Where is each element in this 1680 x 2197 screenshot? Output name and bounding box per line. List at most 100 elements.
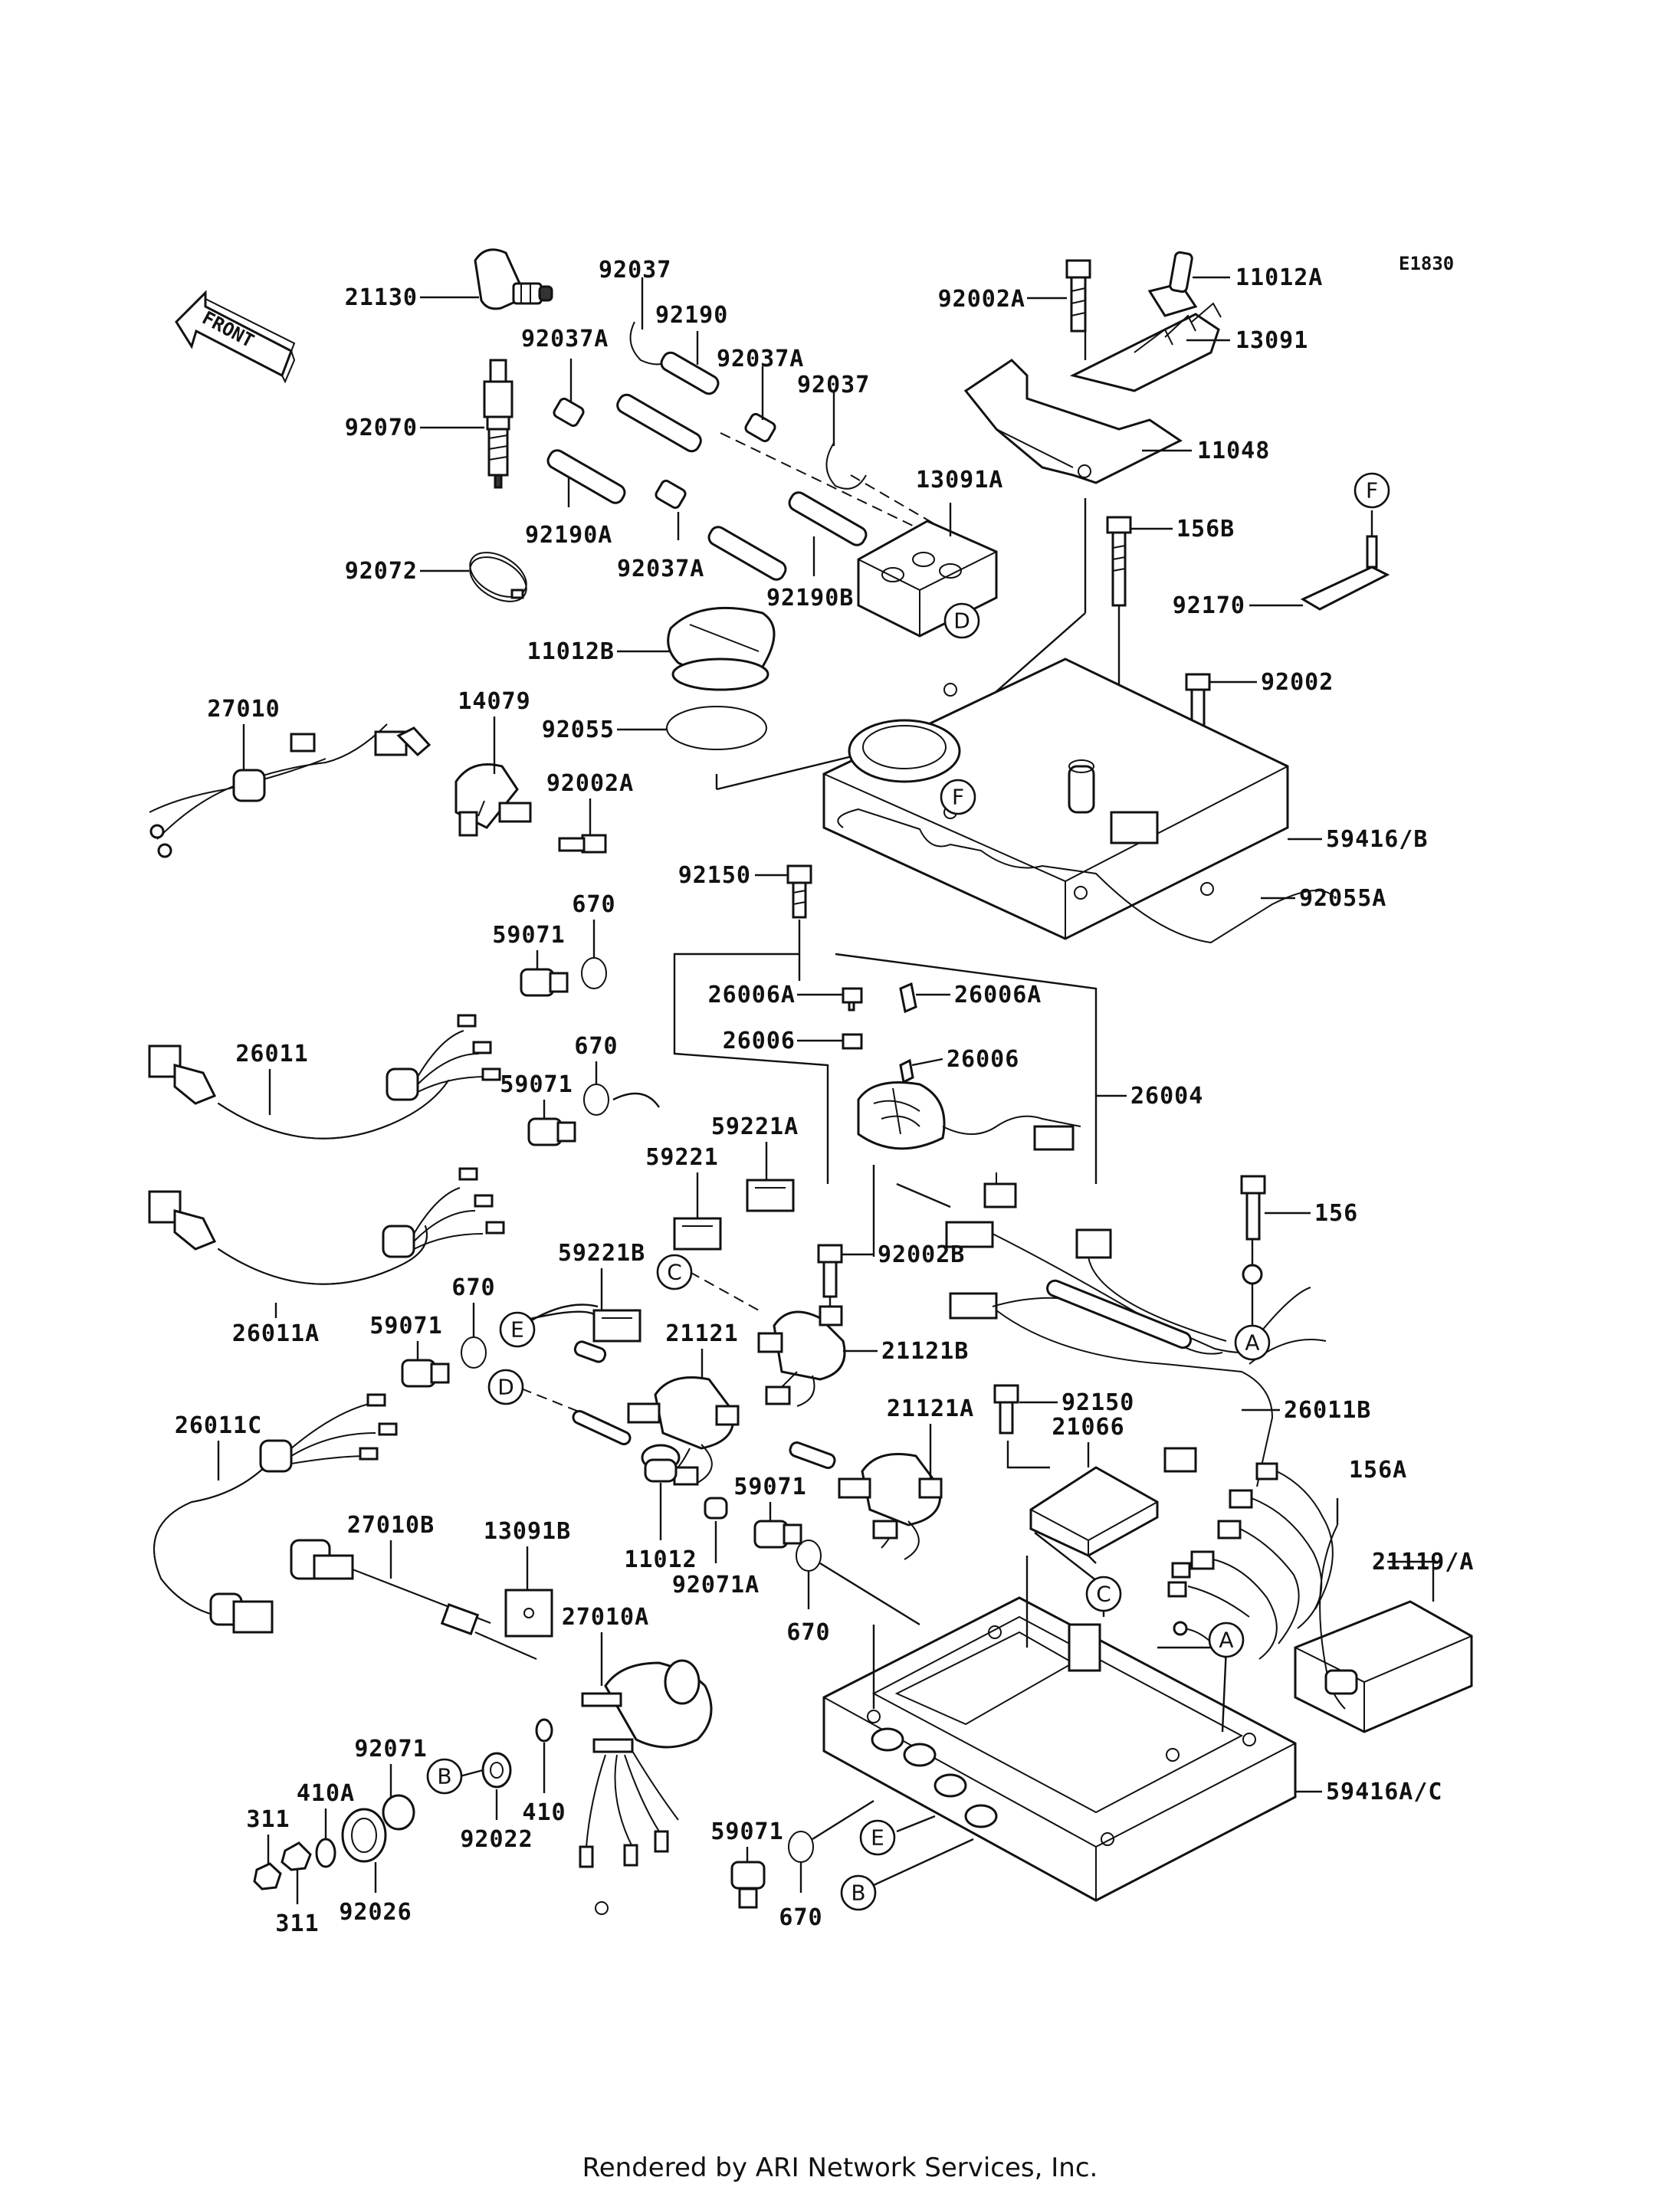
- callout-670: 670: [574, 1033, 618, 1060]
- svg-text:B: B: [437, 1764, 451, 1789]
- ref-letter-c: C: [656, 1254, 693, 1290]
- ref-letter-f: F: [940, 779, 976, 815]
- fuse-holder-icon: [857, 1081, 1081, 1208]
- callout-92190b: 92190B: [766, 585, 854, 612]
- hose-segment-icon: [546, 351, 868, 581]
- callout-670: 670: [572, 891, 615, 918]
- callout-410: 410: [522, 1799, 566, 1826]
- ref-letter-a: A: [1208, 1622, 1245, 1658]
- callout-14079: 14079: [458, 688, 530, 715]
- washer-icon: [315, 1838, 336, 1868]
- callout-21121b: 21121B: [881, 1338, 969, 1365]
- callout-156b: 156B: [1176, 516, 1235, 543]
- ignition-coil-icon: [757, 1305, 846, 1407]
- callout-11012: 11012: [624, 1546, 697, 1573]
- grommet-icon: [704, 1497, 728, 1520]
- diagram-code: E1830: [1399, 253, 1454, 274]
- ref-letter-e: E: [499, 1311, 536, 1348]
- callout-92072: 92072: [345, 558, 418, 585]
- callout-92037a: 92037A: [717, 346, 804, 372]
- callout-26011: 26011: [235, 1041, 308, 1067]
- callout-311: 311: [275, 1910, 319, 1937]
- svg-text:F: F: [952, 785, 964, 810]
- callout-92037: 92037: [797, 372, 870, 398]
- svg-text:D: D: [953, 608, 970, 634]
- bolt-icon: [1106, 516, 1132, 607]
- callout-92002b: 92002B: [878, 1241, 965, 1268]
- callout-27010a: 27010A: [562, 1604, 649, 1631]
- callout-410a: 410A: [297, 1780, 355, 1807]
- callout-92022: 92022: [460, 1826, 533, 1853]
- regulator-icon: [1029, 1466, 1159, 1557]
- footer-credit: Rendered by ARI Network Services, Inc.: [582, 2153, 1098, 2183]
- callout-92026: 92026: [339, 1899, 412, 1926]
- callout-11012b: 11012B: [527, 638, 615, 665]
- callout-92055a: 92055A: [1299, 885, 1386, 912]
- lower-case-icon: [822, 1596, 1297, 1902]
- callout-26004: 26004: [1130, 1083, 1203, 1110]
- connector-icon: [592, 1179, 795, 1343]
- callout-156a: 156A: [1349, 1457, 1407, 1484]
- callout-26006: 26006: [723, 1028, 796, 1054]
- svg-text:E: E: [510, 1317, 524, 1343]
- grommet-icon: [382, 1794, 415, 1831]
- callout-59416a-c: 59416A/C: [1326, 1779, 1443, 1805]
- ref-letter-c: C: [1085, 1576, 1122, 1612]
- callout-27010: 27010: [207, 696, 280, 723]
- spark-plug-cap-icon: [474, 248, 553, 310]
- hose-clamp-icon: [469, 552, 527, 602]
- spark-plug-icon: [483, 359, 514, 489]
- sensor-icon: [454, 763, 532, 837]
- callout-11048: 11048: [1197, 438, 1270, 464]
- callout-92002a: 92002A: [546, 770, 634, 797]
- control-module-icon: [1167, 1462, 1473, 1733]
- callout-59071: 59071: [733, 1474, 806, 1500]
- callout-59071: 59071: [492, 922, 565, 949]
- callout-13091: 13091: [1235, 327, 1308, 354]
- callout-311: 311: [246, 1806, 290, 1833]
- callout-59221b: 59221B: [558, 1240, 645, 1267]
- callout-26006a: 26006A: [708, 982, 796, 1008]
- svg-text:E: E: [871, 1825, 884, 1851]
- callout-92037a: 92037A: [617, 556, 704, 582]
- sensor-icon: [290, 1539, 537, 1660]
- callout-59221a: 59221A: [711, 1113, 799, 1140]
- strap-icon: [1300, 535, 1390, 611]
- ref-letter-b: B: [426, 1758, 463, 1795]
- callout-59071: 59071: [369, 1313, 442, 1340]
- callout-26006a: 26006A: [954, 982, 1042, 1008]
- callout-670: 670: [451, 1274, 495, 1301]
- bolt-icon: [558, 834, 607, 854]
- svg-text:F: F: [1366, 478, 1378, 503]
- callout-59416-b: 59416/B: [1326, 826, 1428, 853]
- reference-letters: F D F C E D A C: [426, 472, 1390, 1911]
- bolt-icon: [817, 1244, 843, 1298]
- bolt-icon: [993, 1384, 1019, 1435]
- bolt-icon: [786, 864, 812, 919]
- callout-21066: 21066: [1052, 1414, 1124, 1441]
- callout-156: 156: [1314, 1200, 1358, 1227]
- callout-21121: 21121: [665, 1320, 738, 1347]
- bolt-icon: [1065, 259, 1091, 333]
- harness-icon: [153, 1393, 398, 1634]
- callout-13091b: 13091B: [484, 1518, 571, 1545]
- ref-letter-d: D: [943, 602, 980, 639]
- washer-icon: [481, 1752, 512, 1789]
- callout-92070: 92070: [345, 415, 418, 441]
- callout-92150: 92150: [678, 862, 751, 889]
- ignition-coil-icon: [789, 1441, 943, 1560]
- callout-21119-a: 21119/A: [1372, 1549, 1474, 1576]
- callout-92055: 92055: [542, 716, 615, 743]
- svg-text:C: C: [667, 1260, 682, 1285]
- cap-icon: [641, 1444, 681, 1483]
- ignition-coil-icon: [573, 1340, 740, 1486]
- svg-text:A: A: [1245, 1330, 1259, 1356]
- callout-26011c: 26011C: [175, 1412, 262, 1439]
- seal-icon: [341, 1808, 387, 1863]
- callout-59071: 59071: [710, 1818, 783, 1845]
- callout-92190: 92190: [655, 302, 728, 329]
- callout-26011a: 26011A: [232, 1320, 320, 1347]
- callout-92002: 92002: [1261, 669, 1334, 696]
- cap-icon: [667, 606, 776, 691]
